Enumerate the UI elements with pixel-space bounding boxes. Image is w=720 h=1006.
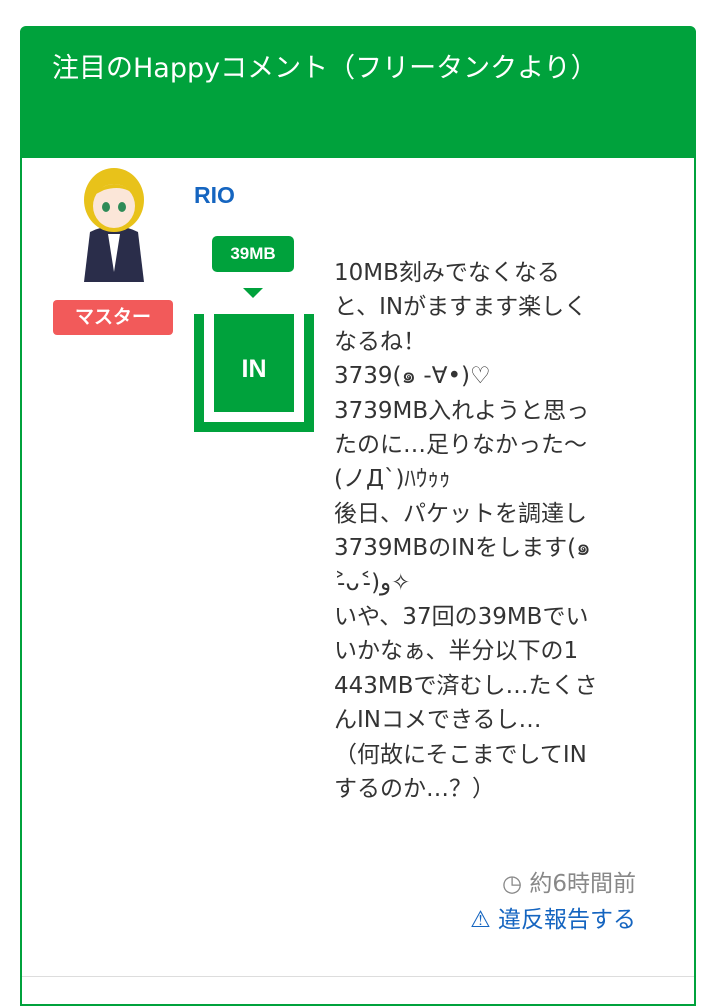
warning-icon: ⚠ [470, 907, 491, 933]
comment-line: 3739(๑ -∀•)♡ [334, 363, 491, 390]
comment-line: たのに…足りなかった〜 [334, 432, 587, 459]
comment-line: （何故にそこまでしてIN [334, 741, 587, 768]
clock-icon: ◷ [501, 871, 523, 897]
happy-comment-card: 注目のHappyコメント（フリータンクより） マスター RIO 39MB IN … [20, 26, 696, 1006]
in-label: IN [214, 314, 294, 412]
timestamp: ◷ 約6時間前 [502, 864, 636, 898]
rank-badge: マスター [53, 300, 173, 335]
comment-line: するのか…？） [334, 776, 495, 803]
timestamp-text: 約6時間前 [529, 871, 636, 897]
card-title: 注目のHappyコメント（フリータンクより） [22, 28, 694, 158]
comment-line: ˃̵ᴗ˂̵)و✧ [334, 569, 411, 596]
comment-line: んINコメできるし… [334, 707, 542, 734]
comment-line: (ノД`)ﾊｳｩｩ [334, 466, 451, 493]
amount-badge: 39MB [212, 236, 294, 272]
comment-line: 443MBで済むし…たくさ [334, 672, 598, 699]
down-arrow-icon [243, 288, 263, 298]
comment-line: 後日、パケットを調達し [334, 500, 587, 527]
comment-line: いや、37回の39MBでい [334, 604, 589, 631]
comment-line: なるね！ [334, 328, 426, 355]
report-link[interactable]: ⚠ 違反報告する [470, 900, 636, 934]
comment-line: 10MB刻みでなくなる [334, 260, 560, 286]
comment-line: と、INがますます楽しく [334, 294, 588, 321]
user-avatar[interactable] [64, 162, 164, 282]
report-label: 違反報告する [498, 907, 636, 933]
in-tank-icon: IN [194, 314, 314, 432]
comment-text: 10MB刻みでなくなると、INがますます楽しくなるね！ 3739(๑ -∀•)♡ 3… [334, 256, 674, 807]
comment-line: いかなぁ、半分以下の1 [334, 638, 579, 665]
comment-line: 3739MBのINをします(๑ [334, 535, 591, 562]
divider [22, 976, 694, 977]
user-name-link[interactable]: RIO [194, 182, 235, 208]
comment-line: 3739MB入れようと思っ [334, 397, 590, 424]
